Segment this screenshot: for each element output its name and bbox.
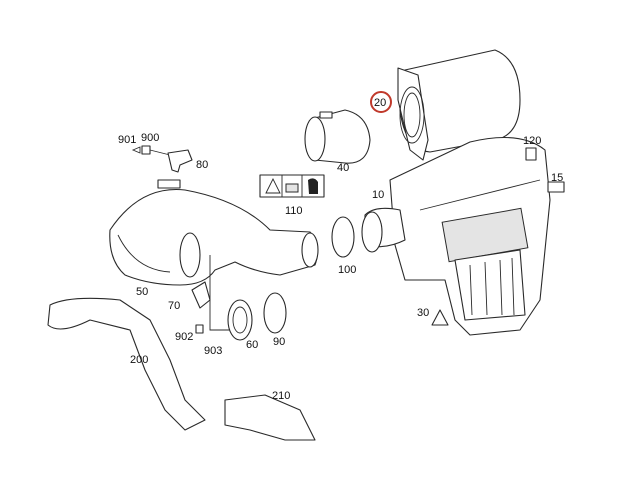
label-40[interactable]: 40 [337,162,349,174]
label-10[interactable]: 10 [372,189,384,201]
highlight-circle [370,91,392,113]
air-filter-element[interactable] [397,49,521,161]
seal-60[interactable] [227,299,253,341]
label-15[interactable]: 15 [551,172,563,184]
label-20[interactable]: 20 [374,97,386,109]
label-120[interactable]: 120 [523,135,541,147]
label-90[interactable]: 90 [273,336,285,348]
air-duct-200[interactable] [47,297,206,431]
clip-120[interactable] [525,147,537,161]
label-110[interactable]: 110 [285,205,303,217]
connector-70[interactable] [191,255,230,334]
label-901[interactable]: 901 [118,134,136,146]
label-60[interactable]: 60 [246,339,258,351]
label-903[interactable]: 903 [204,345,222,357]
hose-clamp-100[interactable] [331,216,355,258]
air-mass-sensor[interactable] [304,109,371,164]
label-50[interactable]: 50 [136,286,148,298]
label-200[interactable]: 200 [130,354,148,366]
sensor-80[interactable] [131,145,193,173]
intake-pipe[interactable] [109,179,319,286]
label-70[interactable]: 70 [168,300,180,312]
label-100[interactable]: 100 [338,264,356,276]
sleeve-10 [361,211,383,253]
grommet-30[interactable] [431,309,449,326]
label-210[interactable]: 210 [272,390,290,402]
air-duct-210[interactable] [224,394,316,441]
label-30[interactable]: 30 [417,307,429,319]
warning-label[interactable] [259,174,325,198]
air-filter-housing[interactable] [364,137,551,336]
label-900[interactable]: 900 [141,132,159,144]
sensor-15[interactable] [547,181,565,193]
label-902[interactable]: 902 [175,331,193,343]
clamp-90[interactable] [263,292,287,334]
label-80[interactable]: 80 [196,159,208,171]
